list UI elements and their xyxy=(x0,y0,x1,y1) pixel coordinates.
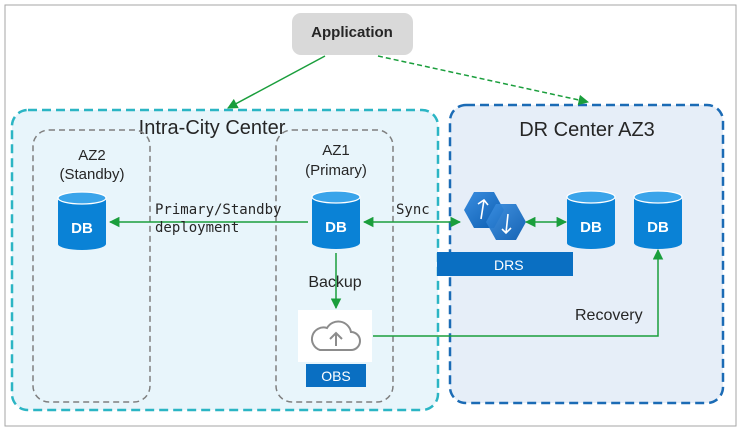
obs-label: OBS xyxy=(321,368,351,384)
az1-zone xyxy=(275,129,394,403)
intra-city-center-zone xyxy=(10,108,440,412)
dr-db1-database-cylinder-icon: DB xyxy=(566,190,616,249)
az2-label: AZ2 xyxy=(78,147,106,164)
az2-database-cylinder-icon: DB xyxy=(57,191,107,250)
az2-zone xyxy=(32,129,151,403)
cloud-upload-icon xyxy=(310,320,361,351)
dr-db2-label: DB xyxy=(647,219,669,236)
az1-db-label: DB xyxy=(325,219,347,236)
primary-standby-label: Primary/Standby xyxy=(155,202,281,218)
recovery-arrow xyxy=(373,248,664,337)
az2-role: (Standby) xyxy=(59,166,124,183)
application-node: Application xyxy=(292,13,413,55)
dr-center-title: DR Center AZ3 xyxy=(519,119,655,141)
az2-db-label: DB xyxy=(71,220,93,237)
app-to-dr-arrow xyxy=(377,55,590,106)
intra-city-title: Intra-City Center xyxy=(139,117,286,139)
backup-label: Backup xyxy=(308,274,361,291)
recovery-label: Recovery xyxy=(575,307,643,324)
dr-db2-database-cylinder-icon: DB xyxy=(633,190,683,249)
obs-node: OBS xyxy=(298,310,372,387)
az1-label: AZ1 xyxy=(322,142,350,159)
sync-label: Sync xyxy=(396,202,430,218)
drs-hexagon-icon xyxy=(464,192,526,240)
az1-database-cylinder-icon: DB xyxy=(311,190,361,249)
dr-db1-label: DB xyxy=(580,219,602,236)
deployment-label: deployment xyxy=(155,220,239,236)
application-label: Application xyxy=(311,24,393,41)
drs-label-bar xyxy=(437,252,573,276)
drs-label: DRS xyxy=(494,257,524,273)
az1-role: (Primary) xyxy=(305,162,367,179)
app-to-intra-arrow xyxy=(227,55,326,109)
